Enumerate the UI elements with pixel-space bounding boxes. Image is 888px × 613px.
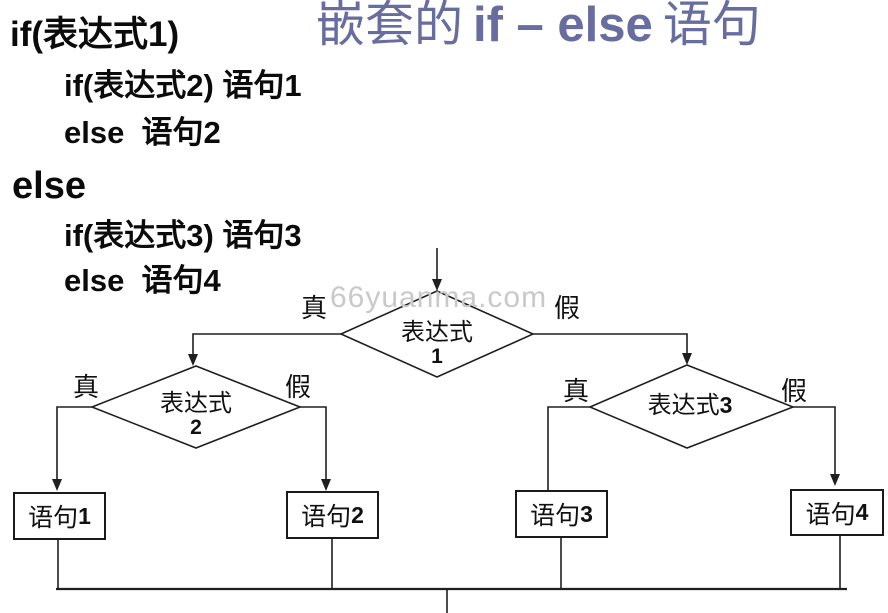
statement-4-label: 语句 [805,501,856,529]
decision-3-number: 3 [719,392,733,418]
statement-4-number: 4 [855,499,869,525]
title-en: if – else [473,0,653,52]
decision-1-label: 表达式 [401,320,473,346]
statement-1-label: 语句 [28,505,79,532]
decision-expression-3: 表达式3 [627,393,753,419]
decision-1-number: 1 [431,345,443,368]
code-line-if1: if(表达式1) [10,15,180,54]
statement-2-label: 语句 [301,504,352,531]
statement-1-number: 1 [78,502,91,529]
decision-expression-2: 表达式 2 [136,391,256,438]
watermark-text: 66yuanma.com [330,281,548,314]
decision-2-number: 2 [190,416,202,439]
branch-label-true-2: 真 [73,373,100,402]
branch-label-false-1: 假 [554,294,581,323]
code-line-else2: else 语句2 [64,115,221,150]
decision-3-label: 表达式 [647,393,720,419]
branch-label-true-1: 真 [301,294,328,323]
statement-3-label: 语句 [530,503,581,530]
branch-label-true-3: 真 [563,377,590,406]
title-cn-right: 语句 [662,0,761,52]
statement-3-number: 3 [580,500,593,527]
decision-2-label: 表达式 [160,391,232,417]
statement-2-number: 2 [351,501,364,528]
arrowheads [52,279,840,491]
code-line-if2: if(表达式2) 语句1 [64,68,302,103]
code-line-else: else [12,165,86,207]
title-cn-left: 嵌套的 [316,0,464,52]
branch-label-false-2: 假 [285,373,312,402]
branch-label-false-3: 假 [781,377,808,406]
code-line-if3: if(表达式3) 语句3 [64,218,302,253]
decision-expression-1: 表达式 1 [377,320,497,367]
code-line-else4: else 语句4 [64,263,221,298]
